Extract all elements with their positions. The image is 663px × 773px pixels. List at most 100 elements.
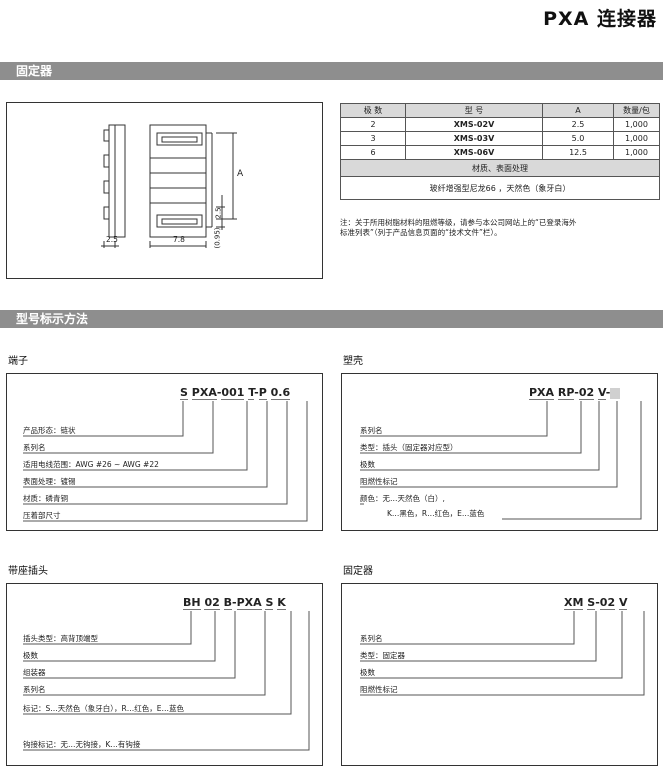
housing-heading: 塑壳 (343, 356, 363, 367)
header-label: 钩接标记：无…无钩接，K…有钩接 (23, 740, 141, 749)
table-cell: 12.5 (542, 145, 614, 160)
code-part: 0.6 (270, 386, 291, 400)
code-part: BH (183, 596, 201, 610)
fixture-model-label: 系列名 (360, 634, 383, 643)
code-dash: - (254, 386, 259, 399)
dim-0-95: (0.95) (213, 227, 222, 249)
section-band-fixture: 固定器 (0, 62, 663, 80)
dim-a-label: A (237, 169, 244, 179)
housing-label: 系列名 (360, 426, 383, 435)
table-cell: 3 (340, 131, 406, 146)
col-header: 极 数 (340, 103, 406, 118)
fixture-drawing (101, 124, 237, 248)
code-part: B (223, 596, 232, 610)
spec-table-header: 极 数 型 号 A 数量/包 (340, 103, 660, 118)
section-band-model: 型号标示方法 (0, 310, 663, 328)
code-dash: - (595, 596, 600, 609)
table-cell: 1,000 (613, 145, 660, 160)
table-cell: XMS-06V (405, 145, 543, 160)
col-header: 数量/包 (613, 103, 660, 118)
housing-leader-lines (360, 401, 642, 520)
terminal-code: S PXA-001 T-P 0.6 (180, 386, 291, 400)
fixture-model-label: 类型：固定器 (360, 651, 405, 660)
header-code: BH 02 B-PXA S K (183, 596, 286, 610)
code-part: PXA (529, 386, 555, 400)
table-cell: 2.5 (542, 117, 614, 132)
code-part: K (277, 596, 286, 610)
table-row: 3 XMS-03V 5.0 1,000 (340, 131, 660, 146)
header-panel: BH 02 B-PXA S K 插头类型：高背顶端型 极数 组装器 系列名 标记… (6, 583, 323, 766)
header-label: 插头类型：高背顶端型 (23, 634, 98, 643)
table-row: 6 XMS-06V 12.5 1,000 (340, 145, 660, 160)
housing-label: 阻燃性标记 (360, 477, 398, 486)
code-part: 02 (578, 386, 595, 400)
terminal-label: 适用电线范围：AWG #26 ~ AWG #22 (23, 460, 159, 469)
material-value: 玻纤增强型尼龙66 ，天然色（象牙白） (340, 176, 660, 200)
note-line: 标准列表”（列于产品信息页面的“技术文件”栏）。 (340, 228, 502, 237)
housing-panel: PXA RP-02 V- 系列名 类型：插头（固定器对应型） 极数 阻燃性标记 … (341, 373, 658, 531)
code-part: T (248, 386, 255, 400)
terminal-label: 压着部尺寸 (23, 511, 61, 520)
code-dash: - (231, 596, 237, 609)
code-part: PXA (191, 386, 217, 400)
code-part: S (587, 596, 596, 610)
terminal-label: 产品形态：链状 (23, 426, 76, 435)
code-part: 001 (221, 386, 245, 400)
fixture-model-leader-lines (360, 611, 645, 696)
table-cell: 5.0 (542, 131, 614, 146)
material-header: 材质、表面处理 (340, 159, 660, 177)
code-part: 02 (599, 596, 616, 610)
table-cell: 1,000 (613, 131, 660, 146)
col-header: 型 号 (405, 103, 543, 118)
note-text: 注：关于所用树脂材料的阻燃等级，请参与本公司网站上的“已登录海外 标准列表”（列… (340, 218, 660, 238)
table-cell: 6 (340, 145, 406, 160)
terminal-leader-lines (23, 401, 308, 522)
note-line: 注：关于所用树脂材料的阻燃等级，请参与本公司网站上的“已登录海外 (340, 218, 577, 227)
housing-label: 类型：插头（固定器对应型） (360, 443, 458, 452)
fixture-model-label: 极数 (360, 668, 375, 677)
housing-label: 极数 (360, 460, 375, 469)
code-part: PXA (236, 596, 262, 610)
housing-label: K…黑色，R…红色，E…蓝色 (387, 509, 485, 518)
code-part: V (597, 386, 606, 400)
table-cell: XMS-02V (405, 117, 543, 132)
table-cell: XMS-03V (405, 131, 543, 146)
code-part: XM (564, 596, 584, 610)
drawing-panel: A 2.5 (0.95) 2.5 7.8 (6, 102, 323, 279)
housing-label: 颜色：无…天然色（白）, (360, 494, 445, 503)
code-dash: - (216, 386, 222, 399)
fixture-model-label: 阻燃性标记 (360, 685, 398, 694)
color-placeholder-box (610, 387, 621, 399)
terminal-label: 材质：磷青铜 (23, 494, 68, 503)
col-header: A (542, 103, 614, 118)
header-leader-lines (23, 611, 310, 751)
header-label: 标记：S…天然色（象牙白），R…红色，E…蓝色 (23, 704, 184, 713)
fixture-model-heading: 固定器 (343, 566, 373, 577)
header-label: 组装器 (23, 668, 46, 677)
page-title: PXA 连接器 (543, 8, 657, 30)
table-row: 2 XMS-02V 2.5 1,000 (340, 117, 660, 132)
code-part: 02 (204, 596, 220, 610)
terminal-label: 表面处理：镀锡 (23, 477, 76, 486)
code-part: S (180, 386, 188, 400)
terminal-heading: 端子 (8, 356, 28, 367)
code-dash: - (574, 386, 579, 399)
terminal-label: 系列名 (23, 443, 46, 452)
header-label: 极数 (23, 651, 38, 660)
code-part: RP (557, 386, 575, 400)
fixture-model-code: XM S-02 V (564, 596, 628, 610)
table-cell: 2 (340, 117, 406, 132)
code-part: V (618, 596, 628, 610)
header-label: 系列名 (23, 685, 46, 694)
dim-2-5-vertical: 2.5 (214, 207, 223, 219)
code-dash: - (605, 386, 611, 399)
dim-2-5-horizontal: 2.5 (106, 235, 118, 244)
terminal-panel: S PXA-001 T-P 0.6 产品形态：链状 系列名 适用电线范围：AWG… (6, 373, 323, 531)
table-cell: 1,000 (613, 117, 660, 132)
dim-7-8: 7.8 (173, 235, 185, 244)
spec-table: 极 数 型 号 A 数量/包 2 XMS-02V 2.5 1,000 3 XMS… (340, 103, 660, 200)
code-part: P (258, 386, 267, 400)
code-part: S (265, 596, 274, 610)
header-heading: 带座插头 (8, 566, 48, 577)
fixture-model-panel: XM S-02 V 系列名 类型：固定器 极数 阻燃性标记 (341, 583, 658, 766)
